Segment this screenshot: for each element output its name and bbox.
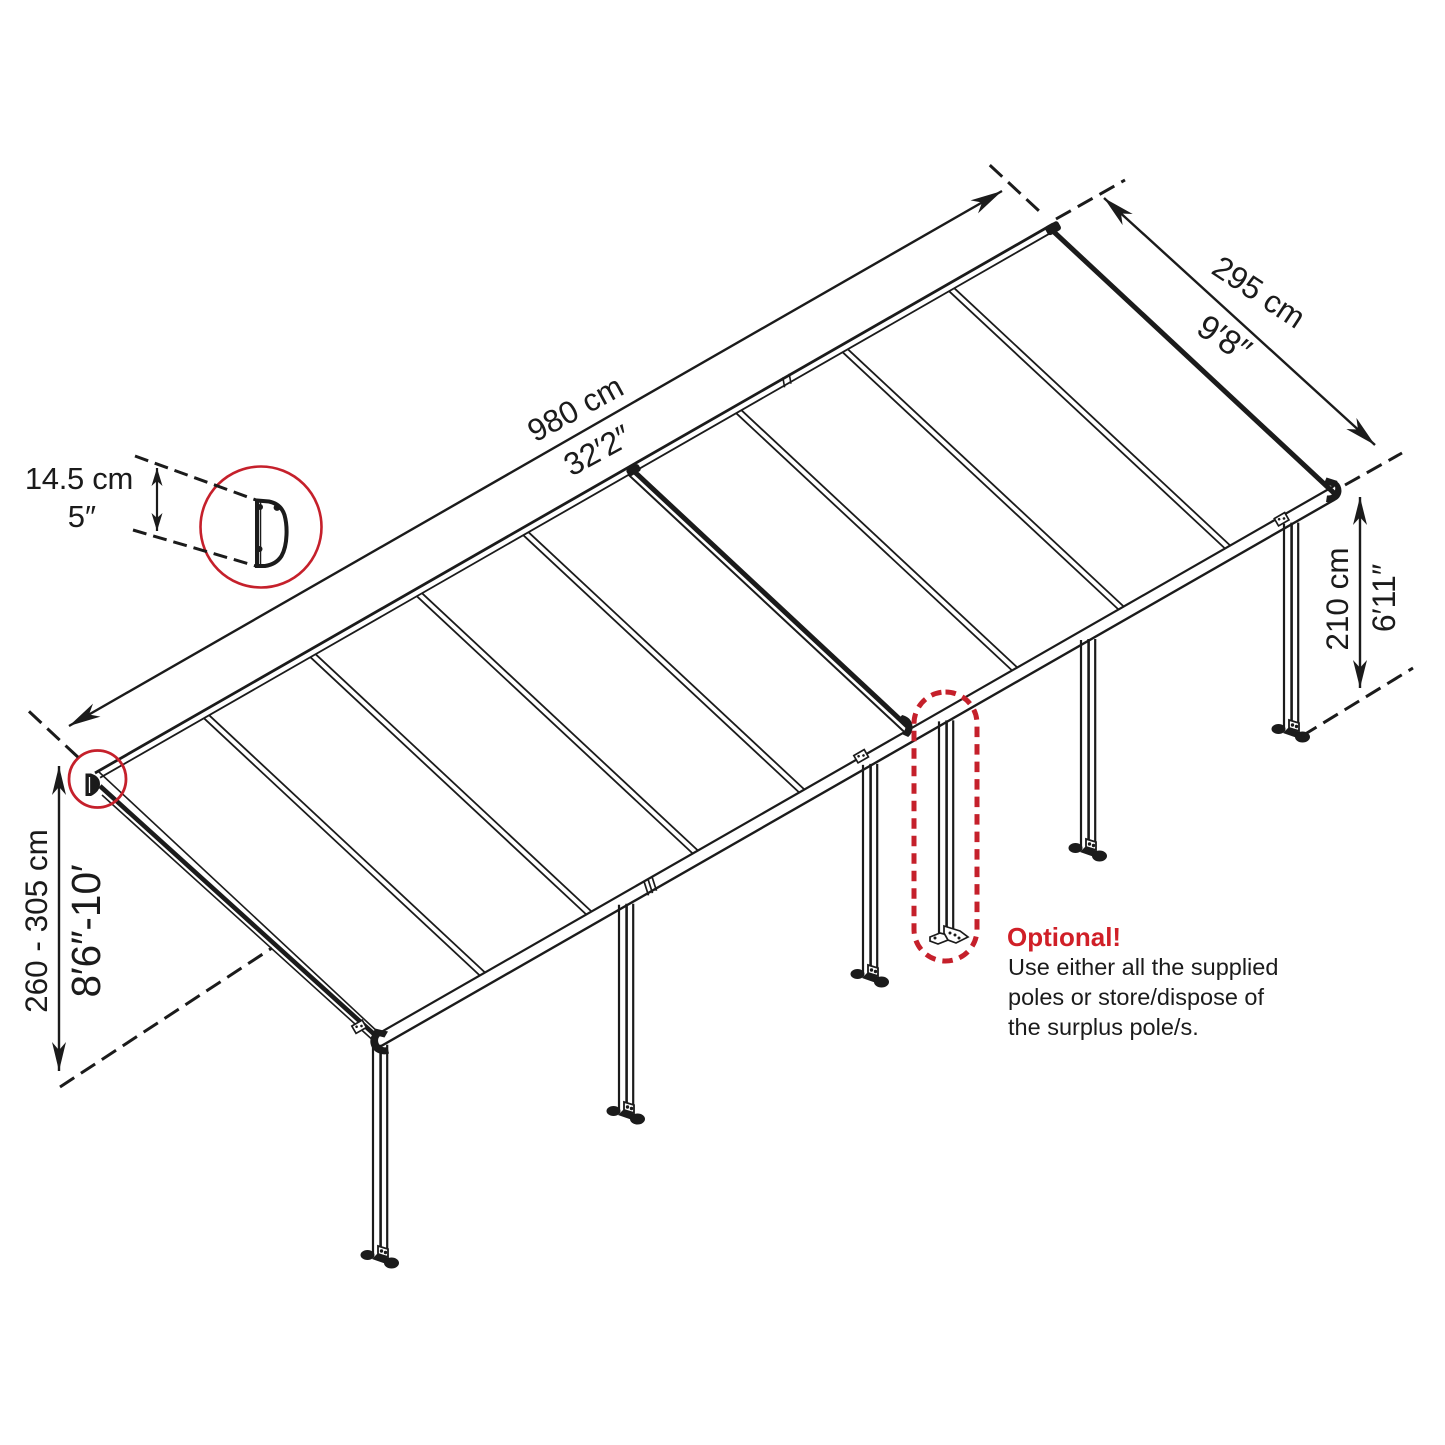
svg-text:260 - 305 cm: 260 - 305 cm: [18, 829, 54, 1013]
svg-text:5″: 5″: [68, 499, 96, 534]
svg-text:Optional!: Optional!: [1007, 922, 1121, 952]
svg-text:8′6″-10′: 8′6″-10′: [63, 864, 109, 997]
svg-text:210 cm: 210 cm: [1319, 547, 1355, 650]
svg-text:Use either all the supplied: Use either all the supplied: [1008, 954, 1278, 980]
svg-text:6′11″: 6′11″: [1366, 564, 1402, 632]
svg-text:14.5 cm: 14.5 cm: [25, 461, 133, 496]
svg-text:poles or store/dispose of: poles or store/dispose of: [1008, 984, 1265, 1010]
svg-text:the surplus pole/s.: the surplus pole/s.: [1008, 1014, 1199, 1040]
